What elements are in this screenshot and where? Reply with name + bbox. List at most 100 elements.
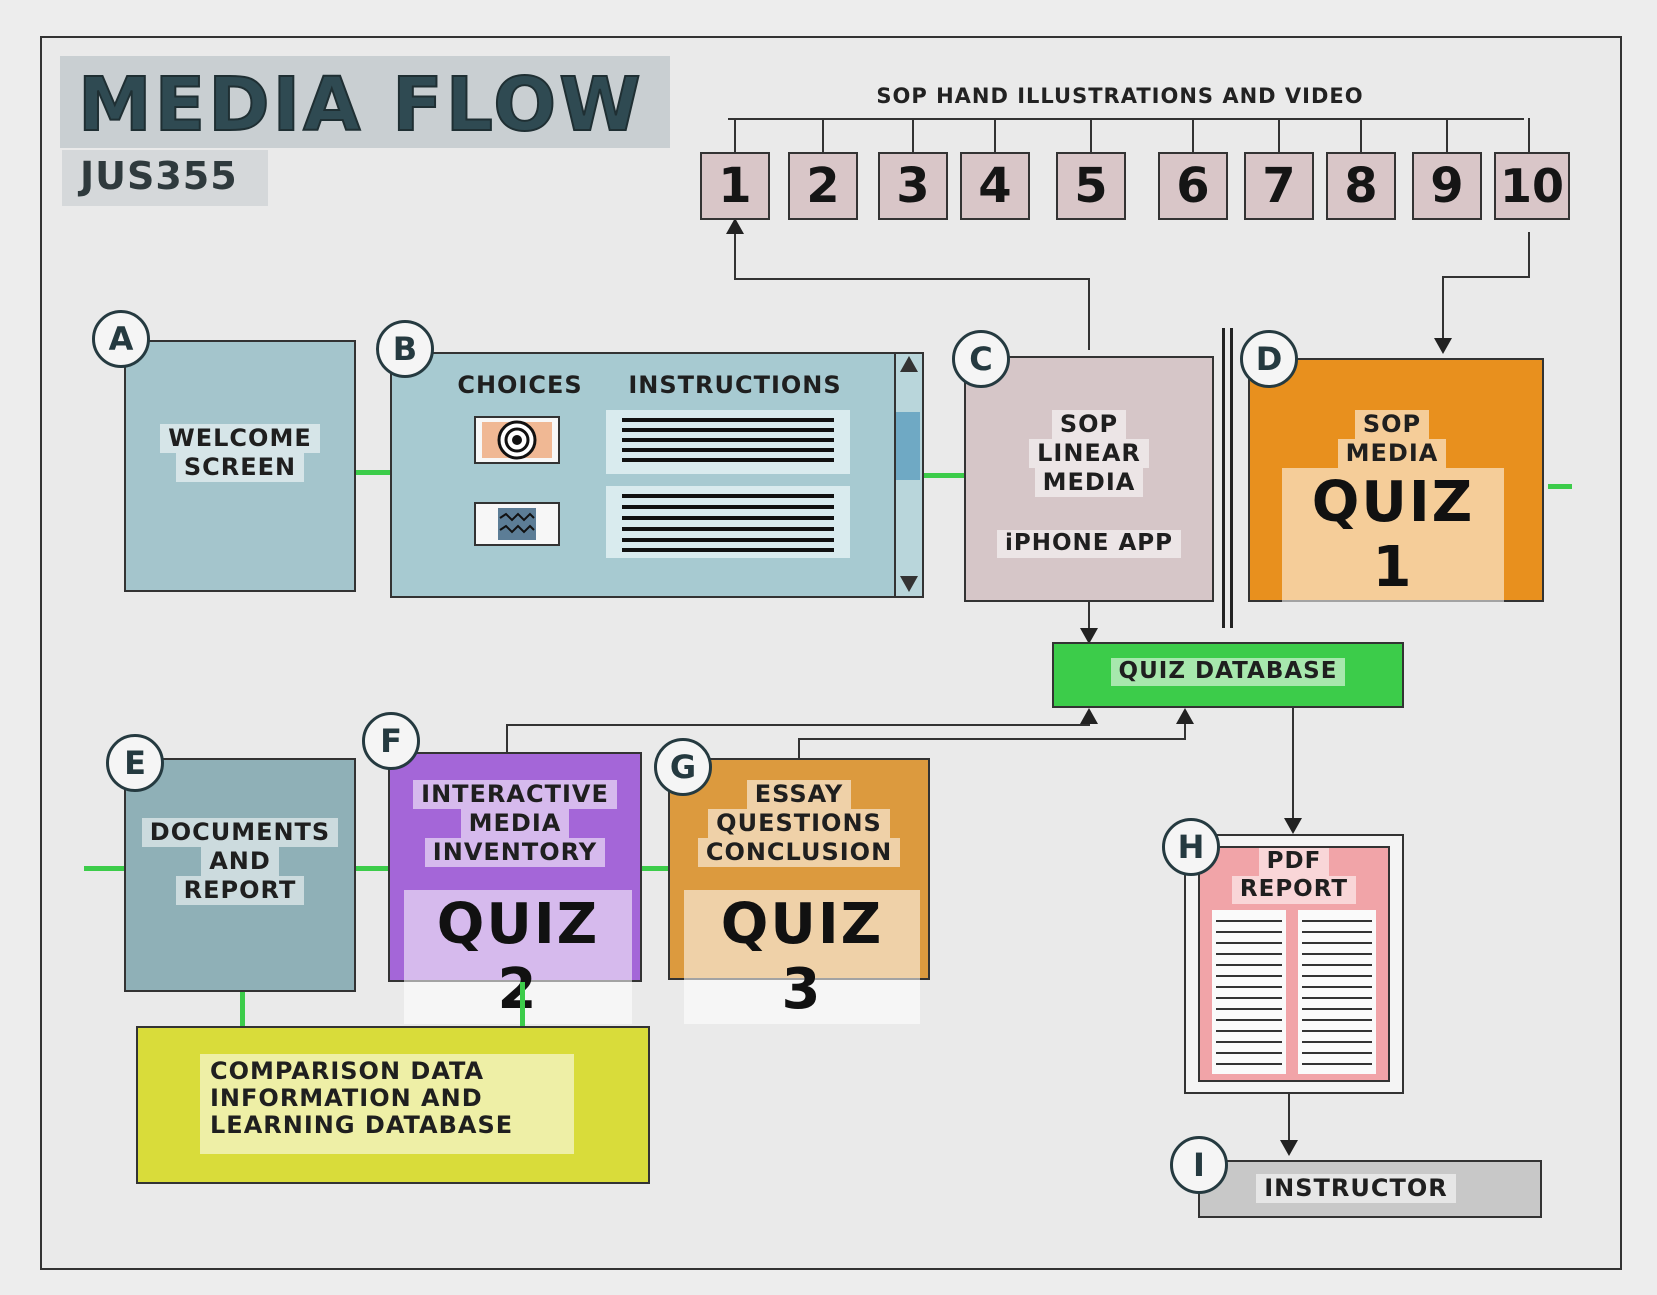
instruction-line (622, 505, 834, 509)
sop-bracket-tick (1360, 118, 1362, 154)
arrow-down-to-d (1434, 338, 1452, 354)
pdf-text-line (1302, 975, 1372, 977)
instructor-label: INSTRUCTOR (1236, 1174, 1476, 1203)
pdf-text-line (1302, 953, 1372, 955)
pdf-text-line (1302, 920, 1372, 922)
link-b-c (924, 473, 964, 478)
pdf-report-label: PDF REPORT (1200, 848, 1388, 904)
instruction-line (622, 538, 834, 542)
pattern-icon (498, 508, 536, 540)
link-d-out (1548, 484, 1572, 489)
comparison-database-label-bg (200, 1054, 574, 1154)
instruction-line (622, 548, 834, 552)
instruction-line (622, 527, 834, 531)
link-e-f (356, 866, 388, 871)
interactive-media-label: INTERACTIVE MEDIA INVENTORY (394, 780, 636, 867)
sop-item-9: 9 (1412, 152, 1482, 220)
pdf-text-line (1216, 986, 1282, 988)
sop-bracket-tick (734, 118, 736, 154)
sop-media-label: SOP MEDIA (1254, 410, 1530, 468)
quiz-database-label: QUIZ DATABASE (1058, 658, 1398, 686)
sop-item-7: 7 (1244, 152, 1314, 220)
sop-item-1: 1 (700, 152, 770, 220)
connector-f-to-db (506, 724, 1090, 726)
iphone-app-label: iPHONE APP (970, 530, 1208, 558)
marker-d: D (1240, 330, 1298, 388)
welcome-line-2: SCREEN (175, 452, 305, 482)
sop-bracket-tick (1528, 118, 1530, 154)
choices-label: CHOICES (457, 371, 583, 399)
sop-heading: SOP HAND ILLUSTRATIONS AND VIDEO (876, 84, 1364, 108)
pdf-text-line (1302, 942, 1372, 944)
quiz2-line-1: INTERACTIVE (413, 780, 617, 809)
sop-bracket-tick (1090, 118, 1092, 154)
pdf-text-line (1216, 1008, 1282, 1010)
connector-sop10-horizontal (1442, 276, 1530, 278)
link-e-in (84, 866, 124, 871)
instructor-text: INSTRUCTOR (1256, 1174, 1456, 1203)
connector-c-to-db (1088, 602, 1090, 640)
link-f-g (642, 866, 668, 871)
arrow-down-to-pdf (1284, 818, 1302, 834)
sop-linear-line-1: SOP (1051, 410, 1127, 439)
instruction-line (622, 418, 834, 422)
pdf-text-line (1302, 1030, 1372, 1032)
pdf-text-line (1216, 942, 1282, 944)
link-a-b (356, 470, 390, 475)
welcome-screen-label: WELCOME SCREEN (130, 424, 350, 482)
scrollbar-thumb (896, 412, 920, 480)
quiz1-title: QUIZ 1 (1282, 468, 1504, 602)
marker-a: A (92, 310, 150, 368)
connector-f-db-stub (1088, 722, 1090, 726)
comparison-line-3: LEARNING DATABASE (210, 1110, 514, 1139)
instruction-text-block-2 (606, 486, 850, 558)
sop-item-4: 4 (960, 152, 1030, 220)
connector-sop10-riser (1528, 232, 1530, 278)
essay-questions-label: ESSAY QUESTIONS CONCLUSION (674, 780, 924, 867)
pdf-text-line (1216, 1052, 1282, 1054)
pdf-text-line (1216, 964, 1282, 966)
connector-db-to-pdf (1292, 708, 1294, 820)
quiz3-title: QUIZ 3 (684, 890, 920, 1024)
sop-bracket-tick (1192, 118, 1194, 154)
connector-g-to-db (798, 738, 1186, 740)
quiz3-line-3: CONCLUSION (697, 837, 901, 867)
pdf-column-right (1298, 910, 1376, 1074)
pdf-text-line (1216, 931, 1282, 933)
pdf-text-line (1216, 997, 1282, 999)
page-title: MEDIA FLOW (60, 56, 670, 149)
eye-icon (482, 420, 552, 460)
pdf-text-line (1216, 920, 1282, 922)
sop-item-6: 6 (1158, 152, 1228, 220)
pdf-text-line (1302, 986, 1372, 988)
sop-bracket-tick (1278, 118, 1280, 154)
pdf-column-left (1212, 910, 1286, 1074)
page-subtitle: JUS355 (62, 150, 268, 206)
connector-g-riser (798, 738, 800, 760)
sop-linear-line-3: MEDIA (1034, 467, 1144, 497)
connector-pdf-to-instructor (1288, 1094, 1290, 1142)
iphone-app-text: iPHONE APP (996, 530, 1182, 558)
instructions-label: INSTRUCTIONS (628, 371, 842, 399)
connector-to-d (1442, 276, 1444, 340)
pdf-text-line (1216, 1019, 1282, 1021)
pdf-text-line (1216, 1030, 1282, 1032)
marker-b: B (376, 320, 434, 378)
sop-bracket-tick (1446, 118, 1448, 154)
marker-f: F (362, 712, 420, 770)
pdf-text-line (1302, 931, 1372, 933)
connector-c-to-sop-horizontal (734, 278, 1090, 280)
sop-bracket-bar (728, 118, 1524, 120)
comparison-line-2: INFORMATION AND (210, 1083, 483, 1112)
comparison-database-label: COMPARISON DATA INFORMATION AND LEARNING… (210, 1058, 580, 1139)
pdf-text-line (1302, 964, 1372, 966)
sop-bracket-tick (912, 118, 914, 154)
arrow-down-to-instructor (1280, 1140, 1298, 1156)
quiz2-title: QUIZ 2 (404, 890, 632, 1024)
marker-c: C (952, 330, 1010, 388)
divider-bar-1 (1222, 328, 1225, 628)
sop-item-3: 3 (878, 152, 948, 220)
quiz1-line-1: SOP (1354, 410, 1430, 439)
pdf-text-line (1302, 1008, 1372, 1010)
documents-line-3: REPORT (175, 875, 305, 905)
